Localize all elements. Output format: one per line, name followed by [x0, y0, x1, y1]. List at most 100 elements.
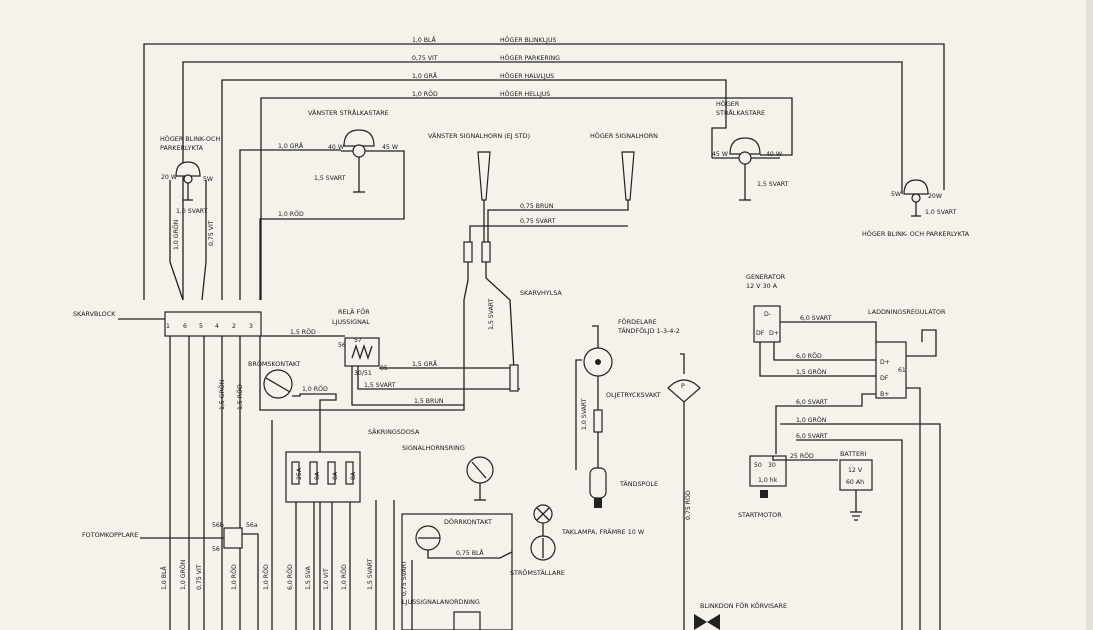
- component-label: STRÖMSTÄLLARE: [510, 568, 565, 577]
- wire-label: 1,0 BLÅ: [412, 35, 436, 44]
- wire-label: 5W: [203, 176, 213, 183]
- terminal-number: 56a: [246, 522, 258, 529]
- page-edge: [1086, 0, 1093, 630]
- component-label: FÖRDELARE: [618, 317, 657, 326]
- wire-label: 5W: [891, 191, 901, 198]
- wire-label: 6,0 SVART: [796, 399, 828, 406]
- right-blinker-lamp: 5W 20W 1,0 SVART HÖGER BLINK- OCH PARKER…: [862, 179, 970, 238]
- bottom-wire-labels: 1,0 BLÅ 1,0 GRÖN 0,75 VIT 1,0 RÖD 1,0 RÖ…: [159, 500, 413, 630]
- wire-label: 1,0 GRÖN: [178, 559, 187, 590]
- component-label: HÖGER BLINK- OCH PARKERLYKTA: [862, 229, 970, 238]
- foot-dimmer-switch: FOTOMKOPPLARE 56b 56a 56: [82, 522, 259, 630]
- terminal-number: 2: [232, 323, 236, 330]
- harness-top: 1,0 BLÅ HÖGER BLINKLJUS 0,75 VIT HÖGER P…: [143, 35, 945, 300]
- component-label: OLJETRYCKSVAKT: [606, 391, 661, 399]
- terminal-number: 56: [338, 342, 346, 349]
- component-label: SIGNALHORNSRING: [402, 444, 465, 452]
- wire-label: 20W: [928, 193, 942, 200]
- terminal-number: 4: [215, 323, 219, 330]
- component-label: LADDNINGSREGULATOR: [868, 308, 946, 316]
- interior-light-circuit: DÖRRKONTAKT 0,75 BLÅ TAKLAMPA, FRÄMRE 10…: [401, 504, 645, 630]
- wire-label: 1,0 GRÖN: [171, 219, 180, 250]
- wire-label: 40 W: [328, 144, 344, 151]
- component-label: SÄKRINGSDOSA: [368, 427, 420, 436]
- wire-label: 1,5 SVART: [757, 181, 789, 188]
- component-label: PARKERLYKTA: [160, 144, 204, 152]
- horns: VÄNSTER SIGNALHORN (EJ STD) HÖGER SIGNAL…: [259, 131, 658, 411]
- left-blinker-lamp: HÖGER BLINK-OCH PARKERLYKTA 20 W 5W 1,0 …: [160, 134, 220, 301]
- wire-label: 1,0 RÖD: [339, 564, 348, 590]
- starter-motor: 50 30 1,0 hk STARTMOTOR 25 RÖD: [738, 451, 838, 519]
- wire-label: 1,5 RÖD: [235, 384, 244, 410]
- component-label: FOTOMKOPPLARE: [82, 531, 138, 539]
- wire-label: 0,75 VIT: [196, 564, 203, 590]
- terminal-number: 30/51: [354, 370, 372, 377]
- wire-label: HÖGER HELLJUS: [500, 89, 550, 98]
- wire-label: 0,75 SVART: [520, 218, 556, 225]
- charging-regulator: LADDNINGSREGULATOR D+ DF 61 B+ 6,0 SVART…: [775, 308, 946, 630]
- wire-label: 40 W: [766, 151, 782, 158]
- wire-label: HÖGER PARKERING: [500, 53, 560, 62]
- component-label: HÖGER: [716, 99, 740, 108]
- terminal-number: 1: [166, 323, 170, 330]
- component-label: SKARVHYLSA: [520, 289, 562, 297]
- wire-label: 6,0 RÖD: [285, 564, 294, 590]
- battery-voltage: 12 V: [848, 467, 863, 474]
- component-label: RELÄ FÖR: [338, 307, 370, 316]
- relay: RELÄ FÖR LJUSSIGNAL 56 57 30/51 85 1,5 G…: [332, 307, 520, 406]
- wire-label: 1,0 VIT: [323, 568, 330, 590]
- flasher-unit: BLINKDON FÖR KÖRVISARE: [694, 601, 787, 630]
- wire-label: 1,0 RÖD: [412, 89, 438, 98]
- left-headlamp: VÄNSTER STRÅLKASTARE 1,0 GRÅ 40 W 45 W 1…: [239, 108, 405, 300]
- component-label: 12 V 30 A: [746, 282, 778, 290]
- component-label: LJUSSIGNAL: [332, 318, 370, 326]
- terminal-number: 61: [898, 367, 906, 374]
- wire-label: 1,5 GRÖN: [796, 367, 827, 376]
- terminal-number: 57: [354, 337, 362, 344]
- wire-label: 1,0 RÖD: [261, 564, 270, 590]
- fuse-rating: 8A: [332, 471, 339, 480]
- terminal-number: 56: [212, 546, 220, 553]
- fuse-rating: 8A: [350, 471, 357, 480]
- horn-ring: SIGNALHORNSRING: [402, 444, 494, 501]
- terminal-number: 56b: [212, 522, 224, 529]
- terminal-number: DF: [756, 330, 765, 337]
- pressure-symbol: P: [681, 383, 685, 390]
- wire-label: 0,75 BLÅ: [456, 548, 484, 557]
- component-label: BLINKDON FÖR KÖRVISARE: [700, 601, 787, 610]
- wire-label: 1,5 SVART: [364, 382, 396, 389]
- ignition-coil: TÄNDSPOLE: [589, 467, 658, 508]
- component-label: HÖGER BLINK-OCH: [160, 134, 220, 143]
- wire-label: 1,5 RÖD: [290, 327, 316, 336]
- terminal-number: 3: [249, 323, 253, 330]
- component-label: VÄNSTER STRÅLKASTARE: [308, 108, 389, 117]
- component-label: TÄNDSPOLE: [619, 479, 658, 488]
- wire-label: 1,0 BLÅ: [159, 566, 168, 590]
- right-headlamp: HÖGER STRÅLKASTARE 45 W 40 W 1,5 SVART: [711, 99, 789, 201]
- component-label: LJUSSIGNALANORDNING: [402, 598, 480, 606]
- terminal-number: B+: [880, 391, 889, 398]
- component-label: STRÅLKASTARE: [716, 108, 765, 117]
- wire-label: 25 RÖD: [790, 451, 814, 460]
- wire-label: 1,0 SVART: [176, 208, 208, 215]
- terminal-number: DF: [880, 375, 889, 382]
- component-label: STARTMOTOR: [738, 511, 782, 519]
- component-label: BROMSKONTAKT: [248, 360, 301, 368]
- wire-label: 1,0 SVART: [581, 398, 588, 430]
- terminal-number: 30: [768, 462, 776, 469]
- wire-label: 0,75 RÖD: [683, 490, 692, 520]
- wire-label: 1,0 SVART: [925, 209, 957, 216]
- wire-label: 1,0 RÖD: [278, 209, 304, 218]
- wire-label: 1,0 RÖD: [302, 384, 328, 393]
- wire-label: 1,5 SVART: [367, 558, 374, 590]
- fuse-rating: 8A: [314, 471, 321, 480]
- wire-label: 6,0 SVART: [800, 315, 832, 322]
- component-label: TÄNDFÖLJD 1-3-4-2: [617, 326, 680, 335]
- component-label: DÖRRKONTAKT: [444, 517, 492, 526]
- skarvblock: SKARVBLOCK 1 6 5 4 2 3 1,5 RÖD: [73, 310, 345, 630]
- terminal-number: 5: [199, 323, 203, 330]
- wire-label: HÖGER HALVLJUS: [500, 71, 554, 80]
- distributor: FÖRDELARE TÄNDFÖLJD 1-3-4-2 1,0 SVART: [575, 317, 680, 470]
- brake-switch: BROMSKONTAKT 1,0 RÖD 1,5 GRÖN 1,5 RÖD: [217, 360, 337, 630]
- terminal-number: D+: [769, 330, 779, 337]
